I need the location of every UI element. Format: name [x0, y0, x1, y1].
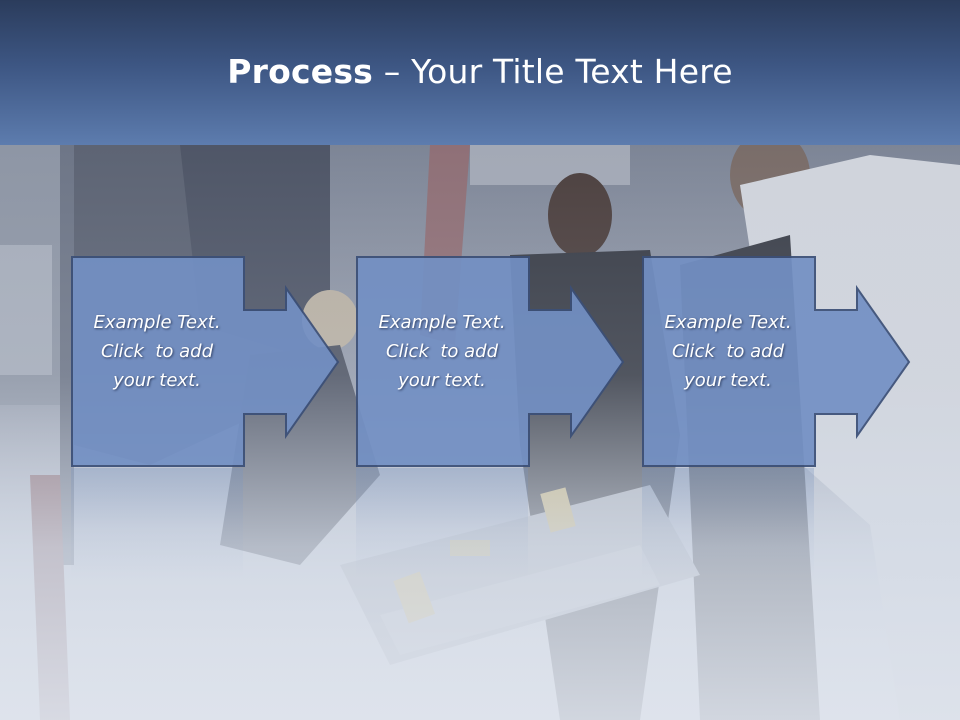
process-step-2[interactable]: Example Text. Click to add your text. — [356, 256, 626, 468]
title-bar: Process – Your Title Text Here — [0, 0, 960, 145]
step-text[interactable]: Example Text. Click to add your text. — [378, 312, 506, 391]
title-rest: – Your Title Text Here — [373, 52, 733, 91]
slide-title[interactable]: Process – Your Title Text Here — [227, 52, 733, 91]
step-1-reflection — [71, 468, 243, 578]
step-text[interactable]: Example Text. Click to add your text. — [664, 312, 792, 391]
step-2-reflection — [356, 468, 528, 578]
process-step-1[interactable]: Example Text. Click to add your text. — [71, 256, 341, 468]
step-text[interactable]: Example Text. Click to add your text. — [93, 312, 221, 391]
arrow-callout-shape — [642, 256, 911, 467]
arrow-callout-shape — [71, 256, 340, 467]
process-step-3[interactable]: Example Text. Click to add your text. — [642, 256, 912, 468]
title-bold: Process — [227, 52, 374, 91]
step-3-reflection — [642, 468, 814, 578]
arrow-callout-shape — [356, 256, 625, 467]
